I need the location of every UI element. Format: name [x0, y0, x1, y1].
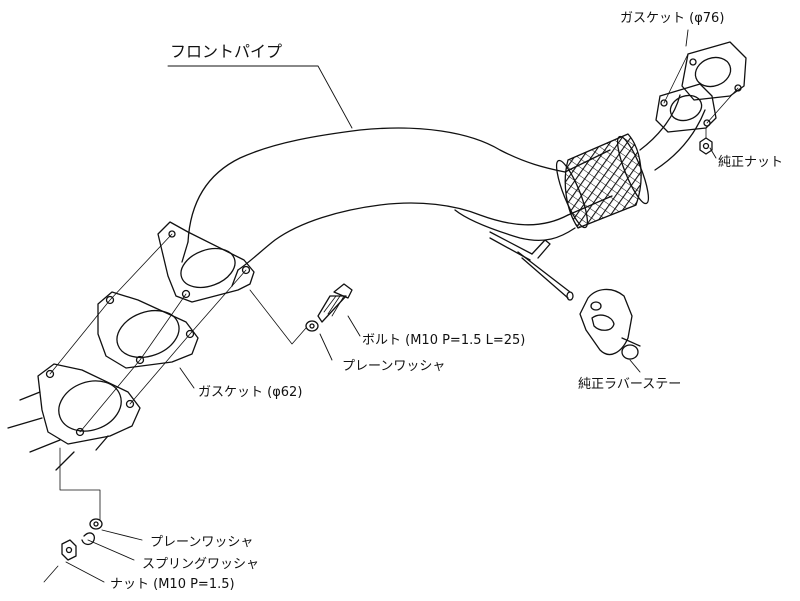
flange-guide-lines — [49, 233, 247, 521]
front-pipe — [181, 94, 706, 287]
label-genuine-rubber-stay: 純正ラバーステー — [578, 377, 682, 392]
label-plain-washer-bottom: プレーンワッシャ — [150, 535, 254, 550]
label-bolt: ボルト (M10 P=1.5 L=25) — [362, 333, 526, 348]
bolt-guide-line — [249, 289, 307, 345]
manifold-flange — [7, 363, 141, 471]
label-gasket-76: ガスケット (φ76) — [620, 11, 725, 26]
plain-washer-mid — [305, 320, 319, 332]
flex-braid — [555, 133, 650, 229]
genuine-nut-rear — [699, 127, 713, 155]
label-spring-washer: スプリングワッシャ — [142, 557, 260, 572]
rubber-stay — [579, 288, 641, 360]
label-front-pipe: フロントパイプ — [170, 42, 283, 61]
label-gasket-62: ガスケット (φ62) — [198, 385, 303, 400]
gasket-76 — [681, 41, 747, 101]
bolt — [317, 283, 353, 323]
rear-flange — [655, 83, 717, 133]
fastener-stack — [43, 518, 103, 583]
label-genuine-nut: 純正ナット — [718, 155, 784, 170]
label-nut: ナット (M10 P=1.5) — [110, 577, 235, 592]
label-plain-washer-mid: プレーンワッシャ — [342, 359, 446, 374]
leader-lines — [65, 29, 717, 583]
hanger-rod — [489, 231, 574, 301]
gasket-62 — [97, 291, 199, 369]
inlet-flange — [157, 221, 255, 303]
gasket-76-guide-line — [663, 53, 689, 104]
